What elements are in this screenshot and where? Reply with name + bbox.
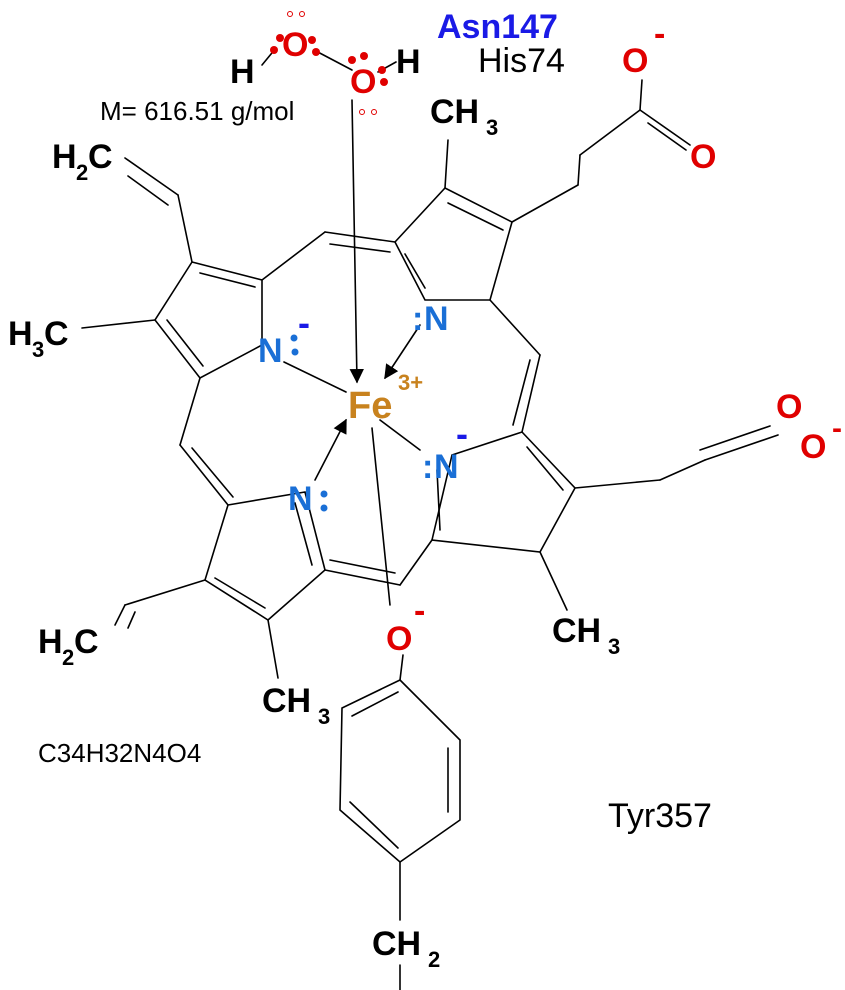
svg-text:2: 2	[62, 645, 74, 670]
svg-text:C: C	[88, 138, 113, 176]
molar-mass-label: M= 616.51 g/mol	[100, 96, 294, 126]
nitrogen-right: : N	[422, 448, 459, 486]
carboxylate-charge-right: -	[832, 412, 842, 445]
tyrosine-oxygen: O	[386, 620, 412, 658]
svg-text::: :	[412, 300, 423, 338]
svg-text:N: N	[434, 448, 459, 486]
h2o2-oxygen-left: O	[282, 26, 308, 64]
vinyl-h2c-top: H 2 C	[52, 138, 113, 185]
iron-charge: 3+	[398, 370, 423, 395]
svg-text:3: 3	[486, 115, 498, 140]
svg-text:H: H	[38, 623, 63, 661]
svg-text::: :	[422, 448, 433, 486]
asn147-label: Asn147	[437, 8, 558, 46]
tyrosine-oxygen-charge: -	[414, 592, 425, 630]
svg-text:3: 3	[608, 634, 620, 659]
methyl-ch3-right: CH 3	[552, 612, 620, 659]
lone-pair-dots	[270, 11, 388, 512]
svg-text:N: N	[424, 300, 449, 338]
his74-label: His74	[478, 42, 565, 80]
nitrogen-left-charge: -	[298, 302, 310, 343]
svg-text:2: 2	[428, 947, 440, 972]
svg-text:2: 2	[76, 160, 88, 185]
h2o2-hydrogen-right: H	[396, 43, 421, 81]
methylene-ch2: CH 2	[372, 925, 440, 972]
bond-skeleton	[81, 47, 779, 990]
h2o2-hydrogen-left: H	[230, 53, 255, 91]
nitrogen-right-charge: -	[456, 413, 468, 454]
svg-text:CH: CH	[372, 925, 421, 963]
carboxylate-oxygen-right-upper: O	[776, 388, 802, 426]
svg-text:CH: CH	[430, 93, 479, 131]
svg-text:3: 3	[32, 337, 44, 362]
coordination-arrows	[314, 99, 421, 481]
h2o2-oxygen-right: O	[350, 63, 376, 101]
iron-atom: Fe	[348, 385, 392, 427]
vinyl-h2c-bottom: H 2 C	[38, 623, 99, 670]
svg-text:H: H	[8, 315, 33, 353]
nitrogen-top: : N	[412, 300, 449, 338]
carboxylate-oxygen-double-top: O	[690, 138, 716, 176]
svg-text:3: 3	[318, 704, 330, 729]
carboxylate-oxygen-top: O	[622, 42, 648, 80]
svg-text:C: C	[74, 623, 99, 661]
tyr357-label: Tyr357	[608, 797, 712, 835]
methyl-ch3-bottom: CH 3	[262, 682, 330, 729]
carboxylate-oxygen-right-lower: O	[800, 428, 826, 466]
svg-text:C: C	[44, 315, 69, 353]
methyl-ch3-top: CH 3	[430, 93, 498, 140]
carboxylate-charge-top: -	[654, 15, 665, 53]
methyl-h3c-left: H 3 C	[8, 315, 69, 362]
svg-text:CH: CH	[262, 682, 311, 720]
svg-text:H: H	[52, 138, 77, 176]
svg-text:CH: CH	[552, 612, 601, 650]
nitrogen-bottom: N	[288, 480, 313, 518]
molecular-formula-label: C34H32N4O4	[38, 738, 201, 768]
nitrogen-left: N	[258, 332, 283, 370]
